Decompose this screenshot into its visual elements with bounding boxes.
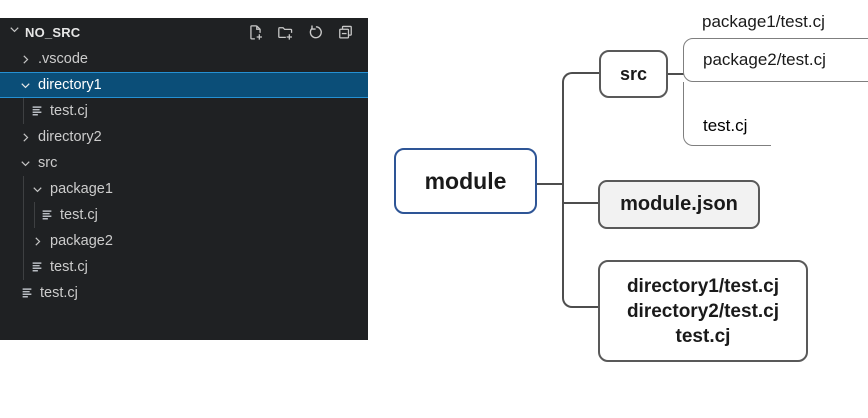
tree-item-label: directory1 xyxy=(38,77,102,93)
src-label: src xyxy=(619,63,648,84)
diagram-node-module-json: module.json xyxy=(598,180,760,229)
package2-file-label: package2/test.cj xyxy=(703,50,826,69)
chevron-down-icon xyxy=(18,155,32,171)
file-icon xyxy=(30,103,44,119)
connector-branch-to-module-json xyxy=(562,202,599,204)
new-file-icon[interactable] xyxy=(247,24,264,41)
tree-item-package1[interactable]: package1 xyxy=(0,176,368,202)
module-label: module xyxy=(424,167,507,194)
file-icon xyxy=(40,207,54,223)
tree-item-label: directory2 xyxy=(38,129,102,145)
tree-item-directory1[interactable]: directory1 xyxy=(0,72,368,98)
chevron-right-icon xyxy=(30,233,44,249)
chevron-down-icon xyxy=(8,23,21,41)
tree-item-label: src xyxy=(38,155,58,171)
diagram-node-src: src xyxy=(599,50,668,98)
explorer-actions xyxy=(247,24,354,41)
connector-module-to-branch xyxy=(537,183,562,185)
diagram-node-module: module xyxy=(394,148,537,214)
directory-files-line: directory1/test.cj xyxy=(626,275,780,297)
test-cj-file-label: test.cj xyxy=(703,116,748,135)
tree-item-test-cj-root[interactable]: test.cj xyxy=(0,280,368,306)
tree-item-label: package1 xyxy=(50,181,113,197)
tree-item-label: test.cj xyxy=(50,103,88,119)
tree-item-test-cj-src[interactable]: test.cj xyxy=(0,254,368,280)
file-icon xyxy=(20,285,34,301)
collapse-all-icon[interactable] xyxy=(337,24,354,41)
tree-item-directory2[interactable]: directory2 xyxy=(0,124,368,150)
explorer-panel: NO_SRC xyxy=(0,18,368,340)
tree-item-label: test.cj xyxy=(50,259,88,275)
module-json-label: module.json xyxy=(620,193,738,215)
tree-item-vscode[interactable]: .vscode xyxy=(0,46,368,72)
directory-files-line: directory2/test.cj xyxy=(626,300,780,322)
chevron-right-icon xyxy=(18,51,32,67)
new-folder-icon[interactable] xyxy=(277,24,294,41)
diagram-node-package2-test-cj: package2/test.cj xyxy=(683,38,868,82)
tree-item-src[interactable]: src xyxy=(0,150,368,176)
file-icon xyxy=(30,259,44,275)
diagram-node-directory-files: directory1/test.cj directory2/test.cj te… xyxy=(598,260,808,362)
refresh-icon[interactable] xyxy=(307,24,324,41)
tree-item-label: test.cj xyxy=(40,285,78,301)
diagram-node-package1-test-cj: package1/test.cj xyxy=(702,12,825,32)
indent-guide xyxy=(23,98,24,124)
tree-item-label: test.cj xyxy=(60,207,98,223)
tree-item-label: .vscode xyxy=(38,51,88,67)
tree-item-test-cj-directory1[interactable]: test.cj xyxy=(0,98,368,124)
chevron-down-icon xyxy=(30,181,44,197)
tree-item-package2[interactable]: package2 xyxy=(0,228,368,254)
package1-file-label: package1/test.cj xyxy=(702,12,825,31)
chevron-right-icon xyxy=(18,129,32,145)
tree-item-label: package2 xyxy=(50,233,113,249)
indent-guide xyxy=(23,176,24,280)
tree-item-test-cj-package1[interactable]: test.cj xyxy=(0,202,368,228)
diagram-node-test-cj: test.cj xyxy=(683,82,771,146)
connector-branch-spine xyxy=(562,72,599,308)
directory-files-line: test.cj xyxy=(675,325,731,347)
connector-src-to-files xyxy=(668,73,684,75)
indent-guide xyxy=(34,202,35,228)
explorer-header: NO_SRC xyxy=(0,18,368,46)
explorer-root-title: NO_SRC xyxy=(25,24,81,40)
chevron-down-icon xyxy=(18,77,32,93)
